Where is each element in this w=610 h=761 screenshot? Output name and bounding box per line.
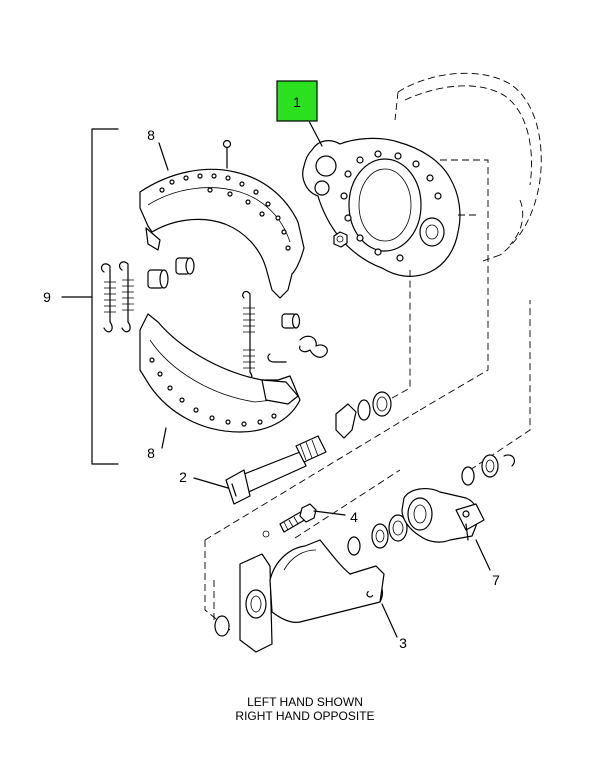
- camshaft-bracket: [214, 539, 385, 653]
- callout-1: 1: [293, 94, 301, 110]
- callout-8-top: 8: [147, 127, 155, 143]
- retaining-clip: [267, 335, 328, 363]
- upper-brake-shoe: [139, 139, 305, 299]
- lining-rivets-bottom: [149, 357, 277, 427]
- callout-2: 2: [179, 469, 187, 485]
- lining-rivets-top: [159, 173, 291, 251]
- callout-9: 9: [43, 289, 51, 305]
- leader-lines: [61, 120, 491, 638]
- caption-line-1: LEFT HAND SHOWN: [247, 695, 363, 709]
- brake-camshaft: [225, 435, 327, 505]
- callout-1-highlight: [276, 80, 318, 122]
- callout-4: 4: [350, 509, 358, 525]
- callout-3: 3: [399, 635, 407, 651]
- callout-7: 7: [492, 572, 500, 588]
- slack-adjuster: [401, 454, 516, 543]
- spider-bolt-holes: [340, 150, 442, 262]
- lower-brake-shoe: [139, 313, 301, 433]
- caption-line-2: RIGHT HAND OPPOSITE: [235, 709, 375, 723]
- callout-8-bottom: 8: [147, 445, 155, 461]
- mounting-bolt: [262, 503, 317, 538]
- spider-nut: [333, 231, 348, 248]
- return-springs: [100, 261, 134, 333]
- camshaft-seals: [335, 270, 411, 439]
- brake-spider: [302, 137, 489, 277]
- dust-shield: [394, 72, 542, 263]
- shoe-spring-center: [242, 290, 255, 383]
- bracket-washers: [347, 514, 408, 556]
- anchor-rollers: [147, 257, 301, 329]
